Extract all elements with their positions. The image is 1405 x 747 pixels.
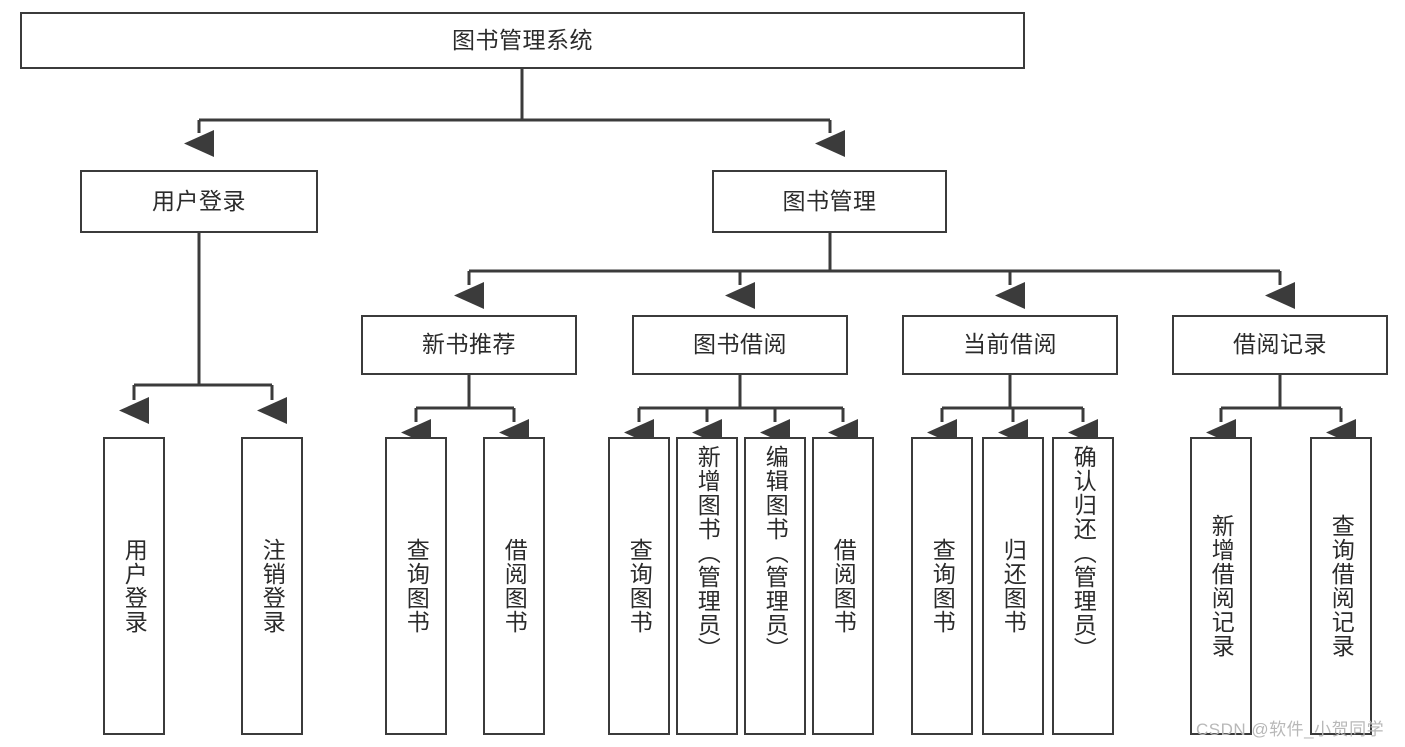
node-label: 查询借阅记录 — [1328, 514, 1355, 658]
node-label: 查询图书 — [929, 538, 956, 634]
node-leaf-records-add[interactable]: 新增借阅记录 — [1190, 437, 1252, 735]
node-leaf-user-logout[interactable]: 注销登录 — [241, 437, 303, 735]
node-leaf-newbook-borrow[interactable]: 借阅图书 — [483, 437, 545, 735]
node-label: 当前借阅 — [963, 331, 1057, 358]
node-current-borrow[interactable]: 当前借阅 — [902, 315, 1118, 375]
node-leaf-borrow-query[interactable]: 查询图书 — [608, 437, 670, 735]
node-label: 查询图书 — [403, 538, 430, 634]
node-leaf-current-return[interactable]: 归还图书 — [982, 437, 1044, 735]
node-leaf-user-login[interactable]: 用户登录 — [103, 437, 165, 735]
node-user-login[interactable]: 用户登录 — [80, 170, 318, 233]
node-label: 用户登录 — [121, 538, 148, 634]
node-leaf-records-query[interactable]: 查询借阅记录 — [1310, 437, 1372, 735]
edge-records-to-leaves — [1206, 375, 1356, 446]
node-label: 查询图书 — [626, 538, 653, 634]
node-label: 借阅图书 — [501, 538, 528, 634]
node-leaf-current-query[interactable]: 查询图书 — [911, 437, 973, 735]
edge-user-login-to-leaves — [119, 233, 287, 424]
node-label: 编辑图书（管理员） — [762, 445, 789, 661]
node-label: 用户登录 — [152, 187, 246, 214]
edge-root-to-level2 — [184, 69, 845, 157]
node-label: 归还图书 — [1000, 538, 1027, 634]
edge-book-mgmt-to-level3 — [454, 233, 1295, 309]
node-leaf-borrow-borrow-book[interactable]: 借阅图书 — [812, 437, 874, 735]
node-label: 确认归还（管理员） — [1070, 445, 1097, 661]
csdn-watermark: CSDN @软件_小贺同学 — [1196, 720, 1385, 739]
edge-borrow-to-leaves — [624, 375, 858, 446]
node-label: 新书推荐 — [422, 331, 516, 358]
node-book-management[interactable]: 图书管理 — [712, 170, 947, 233]
node-new-book-recommend[interactable]: 新书推荐 — [361, 315, 577, 375]
node-label: 注销登录 — [259, 538, 286, 634]
node-label: 新增借阅记录 — [1208, 514, 1235, 658]
node-borrow-records[interactable]: 借阅记录 — [1172, 315, 1388, 375]
node-label: 图书管理 — [782, 187, 877, 214]
node-leaf-newbook-query[interactable]: 查询图书 — [385, 437, 447, 735]
node-label: 借阅图书 — [830, 538, 857, 634]
node-leaf-borrow-add-book[interactable]: 新增图书（管理员） — [676, 437, 738, 735]
node-label: 图书管理系统 — [452, 26, 593, 53]
node-root-system[interactable]: 图书管理系统 — [20, 12, 1025, 69]
node-label: 新增图书（管理员） — [694, 445, 721, 661]
node-book-borrow[interactable]: 图书借阅 — [632, 315, 848, 375]
node-leaf-borrow-edit-book[interactable]: 编辑图书（管理员） — [744, 437, 806, 735]
node-label: 借阅记录 — [1233, 331, 1327, 358]
node-leaf-current-confirm-return[interactable]: 确认归还（管理员） — [1052, 437, 1114, 735]
edge-new-book-to-leaves — [401, 375, 529, 446]
edge-current-to-leaves — [927, 375, 1098, 446]
node-label: 图书借阅 — [693, 331, 787, 358]
